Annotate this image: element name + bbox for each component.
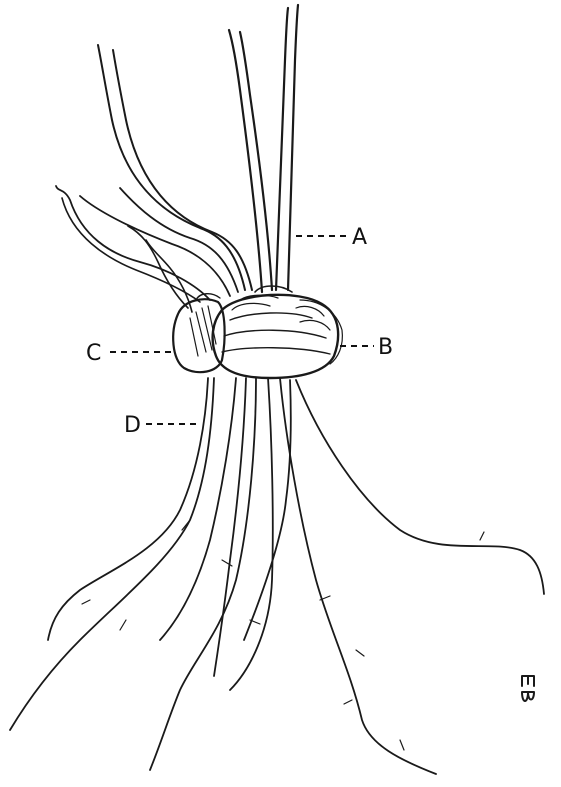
root-4 bbox=[214, 378, 246, 676]
stem-base-collar bbox=[255, 286, 292, 292]
corm-ring-3 bbox=[222, 348, 330, 354]
corm-scale-2 bbox=[296, 306, 330, 330]
leaf-sheath-5 bbox=[56, 186, 210, 300]
main-corm bbox=[213, 295, 343, 378]
stem-right-outer bbox=[288, 5, 298, 290]
label-b: B bbox=[378, 335, 393, 360]
stem-left-inner bbox=[240, 32, 272, 290]
label-c: C bbox=[86, 341, 101, 366]
leaf-sheath-1 bbox=[98, 45, 245, 290]
root-9 bbox=[244, 380, 291, 640]
label-a: A bbox=[352, 225, 367, 250]
root-6 bbox=[230, 378, 273, 690]
stem-right-inner bbox=[276, 8, 288, 290]
roots bbox=[10, 378, 544, 774]
corm-tunic-right bbox=[300, 300, 342, 364]
corm-ring-2 bbox=[224, 330, 326, 338]
root-7 bbox=[280, 378, 436, 774]
root-8 bbox=[296, 380, 544, 594]
label-d: D bbox=[124, 413, 141, 438]
monogram-mark bbox=[522, 676, 534, 701]
root-5 bbox=[150, 378, 256, 770]
leaf-sheaths bbox=[56, 45, 252, 312]
root-2 bbox=[10, 378, 214, 730]
artist-monogram bbox=[522, 676, 534, 701]
corm-ring-1 bbox=[230, 313, 312, 320]
rootlets bbox=[82, 520, 484, 750]
stem-group bbox=[229, 5, 298, 292]
cormel-outline bbox=[173, 299, 224, 372]
